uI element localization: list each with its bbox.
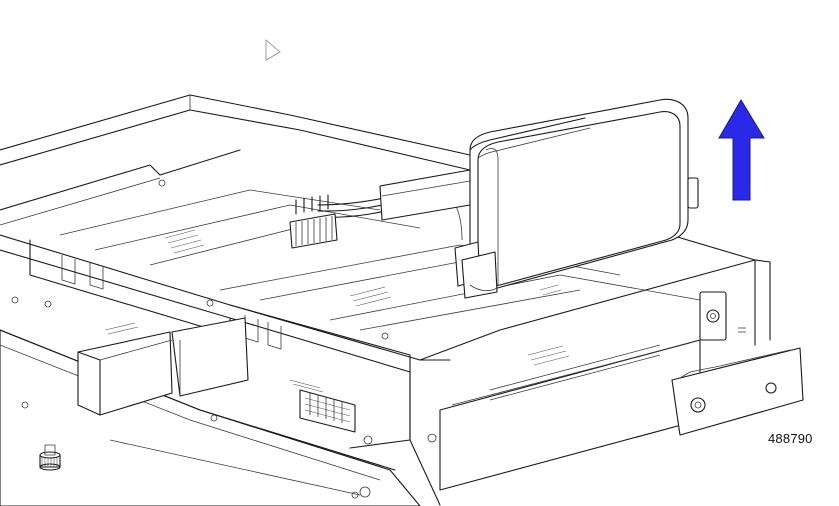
- supercap-module: [454, 98, 699, 299]
- board-connector-header: [299, 389, 356, 433]
- riser-card-modules: [77, 317, 324, 416]
- cable-clip-bracket: [379, 169, 471, 221]
- thumbscrew: [39, 444, 371, 498]
- cursor-pointer-icon: [265, 39, 281, 61]
- remove-direction-arrow-icon: [718, 99, 765, 201]
- chassis-frame: [0, 94, 771, 506]
- cable-connector-plug: [289, 194, 338, 249]
- vent-grille: [164, 229, 570, 366]
- chassis-mounting-ear: [671, 347, 804, 436]
- figure-id-label: 488790: [768, 431, 813, 446]
